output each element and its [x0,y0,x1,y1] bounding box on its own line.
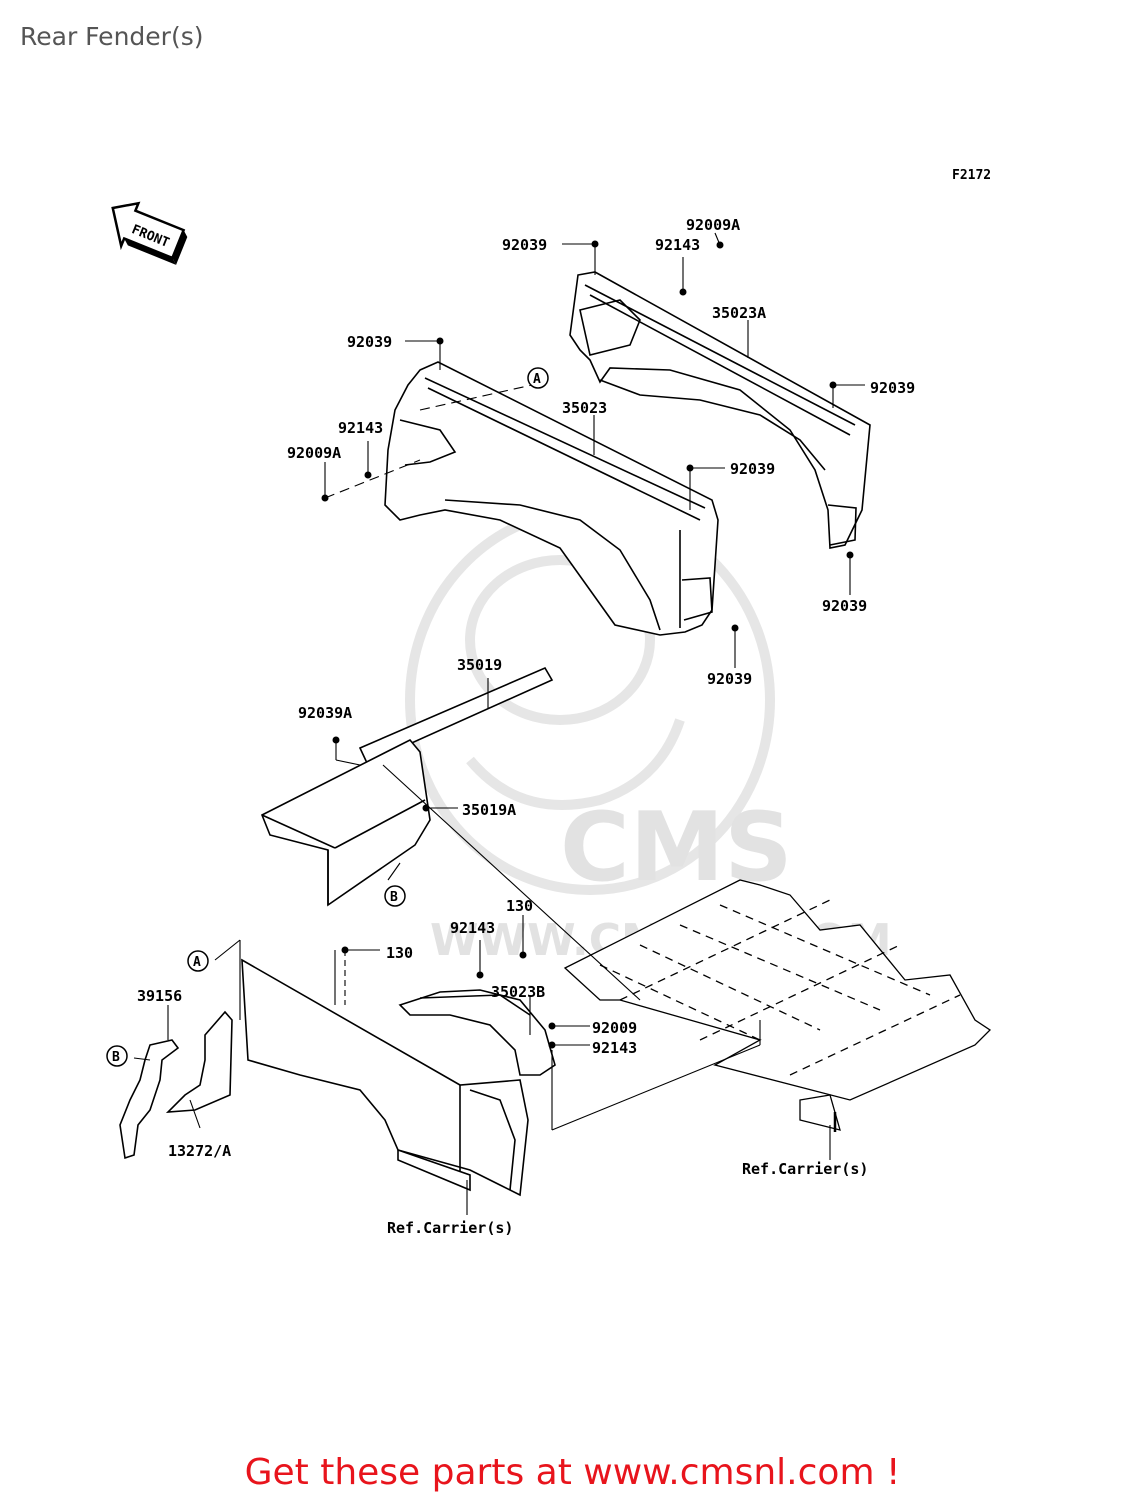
inner-fender-35023B [398,989,556,1076]
fender-35023 [384,361,719,636]
ref-carrier-right: Ref.Carrier(s) [742,1160,868,1178]
callout-b-lower: B [106,1045,128,1067]
label-92009A-left: 92009A [287,444,341,462]
label-92039-top: 92039 [502,236,547,254]
label-35023B: 35023B [491,983,545,1001]
label-92009A-top: 92009A [686,216,740,234]
callout-b-upper: B [384,885,406,907]
callout-a-lower: A [187,950,209,972]
label-92009: 92009 [592,1019,637,1037]
page-title: Rear Fender(s) [20,22,204,51]
ref-carrier-left: Ref.Carrier(s) [387,1219,513,1237]
figure-code: F2172 [952,168,992,183]
callout-b-lower-label: B [112,1050,120,1065]
label-35023A: 35023A [712,304,766,322]
label-92143-top: 92143 [655,236,700,254]
label-35019: 35019 [457,656,502,674]
label-92039-left-top: 92039 [347,333,392,351]
leader-lines [133,232,865,1215]
label-92039-right-mid: 92039 [870,379,915,397]
flap-35019A [260,738,431,907]
label-92143-left: 92143 [338,419,383,437]
callout-b-upper-label: B [390,890,398,905]
label-92039A: 92039A [298,704,352,722]
label-13272A: 13272/A [168,1142,231,1160]
label-92143-mid: 92143 [450,919,495,937]
strip-39156 [119,1039,180,1160]
label-92039-mid: 92039 [730,460,775,478]
label-130-lower: 130 [386,944,413,962]
label-39156: 39156 [137,987,182,1005]
footer-banner[interactable]: Get these parts at www.cmsnl.com ! [244,1452,901,1493]
callout-a-upper-label: A [533,372,541,387]
side-panel [241,958,529,1197]
front-direction-badge: FRONT [111,201,188,265]
label-92143-low: 92143 [592,1039,637,1057]
label-35019A: 35019A [462,801,516,819]
fender-35023A [569,271,871,549]
label-92039-bottom: 92039 [707,670,752,688]
carrier-bed [563,879,992,1132]
label-35023: 35023 [562,399,607,417]
bracket-13272A [165,1010,233,1113]
callout-a-upper: A [527,367,549,389]
callout-a-lower-label: A [193,955,201,970]
fastener-dots [321,240,854,1049]
label-130-upper: 130 [506,897,533,915]
label-92039-right-low: 92039 [822,597,867,615]
